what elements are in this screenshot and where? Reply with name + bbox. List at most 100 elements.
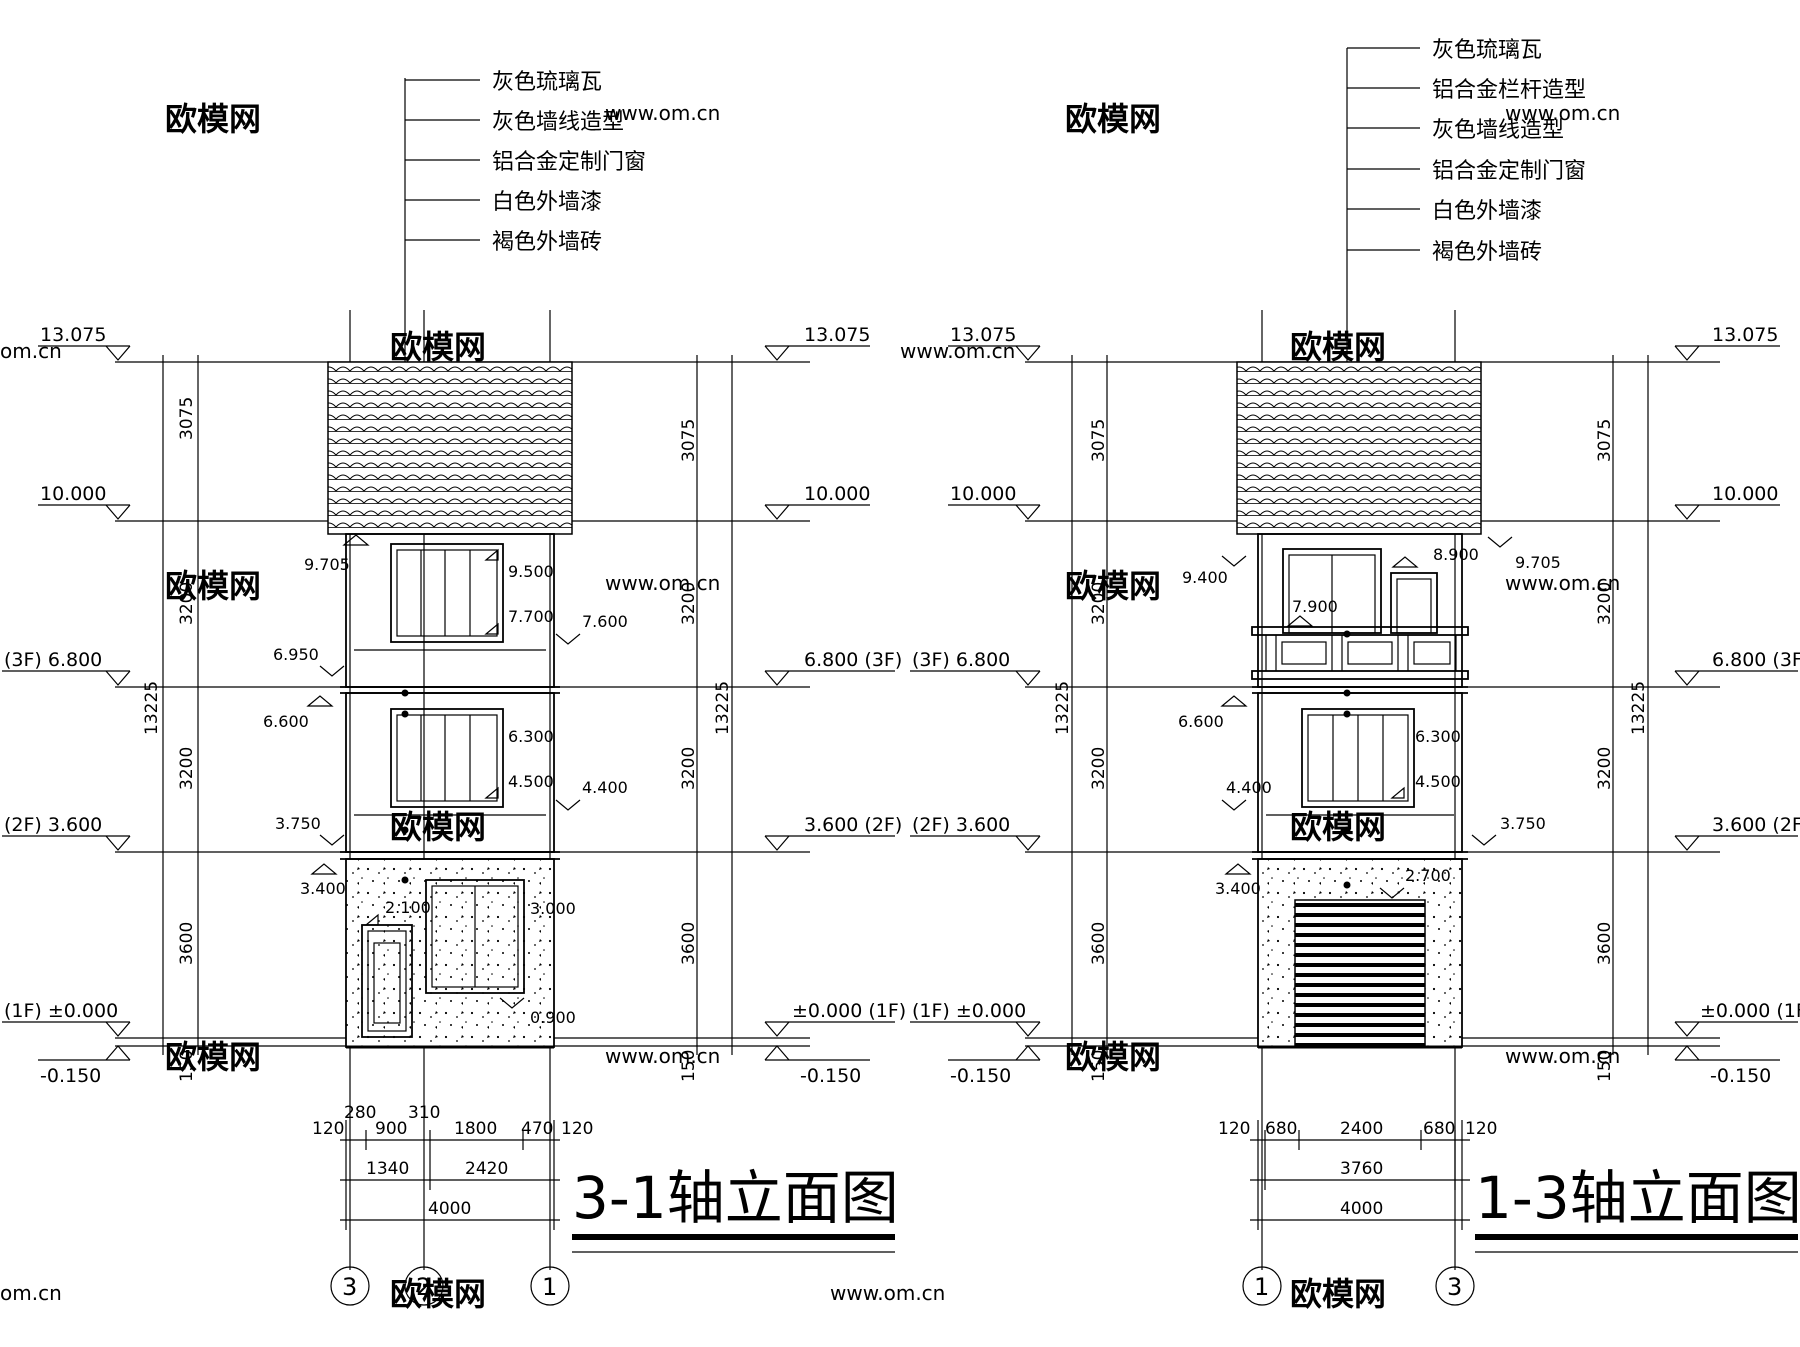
material-label: 灰色琉璃瓦 [492, 70, 602, 95]
level-label: (3F) 6.800 [4, 649, 102, 671]
level-mark: 9.705 [304, 555, 350, 574]
material-label: 褐色外墙砖 [1432, 240, 1542, 265]
material-label: 铝合金栏杆造型 [1432, 78, 1586, 103]
dim-total-vertical: 13225 [1053, 681, 1073, 735]
dim-vertical: 150 [1089, 1050, 1109, 1082]
dim-label: 120 [1218, 1119, 1250, 1139]
left-building [327, 310, 573, 1270]
level-markers-right: 13.075 10.000 6.800 (3F) 3.600 (2F) ±0.0… [764, 324, 906, 1087]
watermark-layer: 欧模网 www.om.cn 欧模网 www.om.cn 欧模网 om.cn 欧模网 www.o… [0, 100, 1620, 1313]
dim-total: 4000 [428, 1199, 471, 1219]
level-label: ±0.000 (1F) [1700, 1000, 1800, 1022]
axis-number: 2 [416, 1273, 431, 1301]
level-mark: 3.400 [1215, 879, 1261, 898]
dim-label: 3760 [1340, 1159, 1383, 1179]
dim-vertical: 3075 [177, 397, 197, 440]
dim-total-vertical: 13225 [713, 681, 733, 735]
axis-bubbles-left: 3 2 1 [330, 1266, 570, 1306]
level-mark: 2.100 [385, 898, 431, 917]
watermark-text: 欧模网 [1290, 1275, 1386, 1313]
dim-vertical: 3600 [1089, 922, 1109, 965]
watermark-text: www.om.cn [1505, 1044, 1620, 1068]
axis-number: 3 [342, 1273, 357, 1301]
dim-vertical: 3600 [1595, 922, 1615, 965]
level-mark: 4.500 [1415, 772, 1461, 791]
dim-label: 280 [344, 1103, 376, 1123]
dim-vertical: 3075 [679, 419, 699, 462]
level-label: (2F) 3.600 [912, 814, 1010, 836]
level-label: 13.075 [1712, 324, 1778, 346]
dim-label: 120 [1465, 1119, 1497, 1139]
axis-bubbles-right: 1 3 [1242, 1266, 1475, 1306]
level-mark: 3.750 [275, 814, 321, 833]
material-label: 灰色琉璃瓦 [1432, 38, 1542, 63]
watermark-text: www.om.cn [605, 1044, 720, 1068]
level-mark: 7.600 [582, 612, 628, 631]
level-label: 13.075 [804, 324, 870, 346]
dim-vertical: 3200 [1595, 582, 1615, 625]
dim-vertical: 150 [177, 1050, 197, 1082]
left-elevation: 灰色琉璃瓦 灰色墙线造型 铝合金定制门窗 白色外墙漆 褐色外墙砖 3075 32… [2, 70, 906, 1306]
level-markers-right: 13.075 10.000 6.800 (3F) 3.600 (2F) ±0.0… [1674, 324, 1800, 1087]
watermark-text: om.cn [0, 339, 62, 363]
level-markers-left: 13.075 10.000 (3F) 6.800 (2F) 3.600 (1F)… [910, 324, 1041, 1087]
level-label: ±0.000 (1F) [792, 1000, 906, 1022]
level-mark: 6.600 [263, 712, 309, 731]
level-mark: 7.700 [508, 607, 554, 626]
watermark-text: 欧模网 [1065, 100, 1161, 138]
level-mark: 8.900 [1433, 545, 1479, 564]
material-label: 灰色墙线造型 [492, 110, 624, 135]
right-material-leader: 灰色琉璃瓦 铝合金栏杆造型 灰色墙线造型 铝合金定制门窗 白色外墙漆 褐色外墙砖 [1343, 38, 1586, 470]
level-label: 6.800 (3F) [804, 649, 902, 671]
element-level-marks: 9.705 9.500 7.700 7.600 6.950 6.600 6.30… [263, 534, 628, 1027]
level-mark: 4.400 [1226, 778, 1272, 797]
watermark-text: www.om.cn [900, 339, 1015, 363]
dim-total: 4000 [1340, 1199, 1383, 1219]
roof-tiles [1236, 361, 1482, 535]
axis-number: 1 [542, 1273, 557, 1301]
dim-vertical: 3600 [177, 922, 197, 965]
balcony-railing [1251, 626, 1469, 680]
level-label: -0.150 [1710, 1065, 1771, 1087]
vertical-dimensions-right: 3075 3200 3200 3600 150 13225 3075 3200 … [1053, 355, 1649, 1082]
dim-label: 120 [561, 1119, 593, 1139]
level-mark: 7.900 [1292, 597, 1338, 616]
dim-vertical: 3200 [177, 582, 197, 625]
level-mark: 6.300 [508, 727, 554, 746]
right-building [1236, 310, 1482, 1270]
level-label: -0.150 [40, 1065, 101, 1087]
level-label: 6.800 (3F) [1712, 649, 1800, 671]
garage-shutter [1294, 899, 1426, 1047]
right-elevation: 灰色琉璃瓦 铝合金栏杆造型 灰色墙线造型 铝合金定制门窗 白色外墙漆 褐色外墙砖… [910, 38, 1800, 1306]
left-material-leader: 灰色琉璃瓦 灰色墙线造型 铝合金定制门窗 白色外墙漆 褐色外墙砖 [401, 70, 646, 470]
dim-label: 1340 [366, 1159, 409, 1179]
level-mark: 2.700 [1405, 866, 1451, 885]
watermark-text: 欧模网 [390, 328, 486, 366]
drawing-title: 1-3轴立面图 [1475, 1164, 1800, 1232]
dim-vertical: 150 [679, 1050, 699, 1082]
level-mark: 0.900 [530, 1008, 576, 1027]
material-label: 褐色外墙砖 [492, 230, 602, 255]
watermark-text: 欧模网 [1065, 1038, 1161, 1076]
material-label: 铝合金定制门窗 [492, 150, 646, 175]
level-label: (3F) 6.800 [912, 649, 1010, 671]
dim-label: 1800 [454, 1119, 497, 1139]
watermark-text: 欧模网 [165, 567, 261, 605]
dim-vertical: 150 [1595, 1050, 1615, 1082]
dim-vertical: 3200 [1595, 747, 1615, 790]
level-label: 10.000 [1712, 483, 1778, 505]
level-mark: 6.600 [1178, 712, 1224, 731]
watermark-text: 欧模网 [1290, 808, 1386, 846]
dim-label: 2420 [465, 1159, 508, 1179]
level-label: (1F) ±0.000 [912, 1000, 1026, 1022]
drawing-title: 3-1轴立面图 [572, 1164, 899, 1232]
level-label: 13.075 [40, 324, 106, 346]
level-label: -0.150 [800, 1065, 861, 1087]
material-label: 白色外墙漆 [1432, 199, 1542, 224]
watermark-text: om.cn [0, 1281, 62, 1305]
vertical-dimensions-left: 3075 3200 3200 3600 150 13225 3075 3200 … [142, 355, 733, 1082]
level-mark: 3.000 [530, 899, 576, 918]
level-mark: 9.500 [508, 562, 554, 581]
watermark-text: www.om.cn [605, 571, 720, 595]
watermark-text: www.om.cn [605, 101, 720, 125]
